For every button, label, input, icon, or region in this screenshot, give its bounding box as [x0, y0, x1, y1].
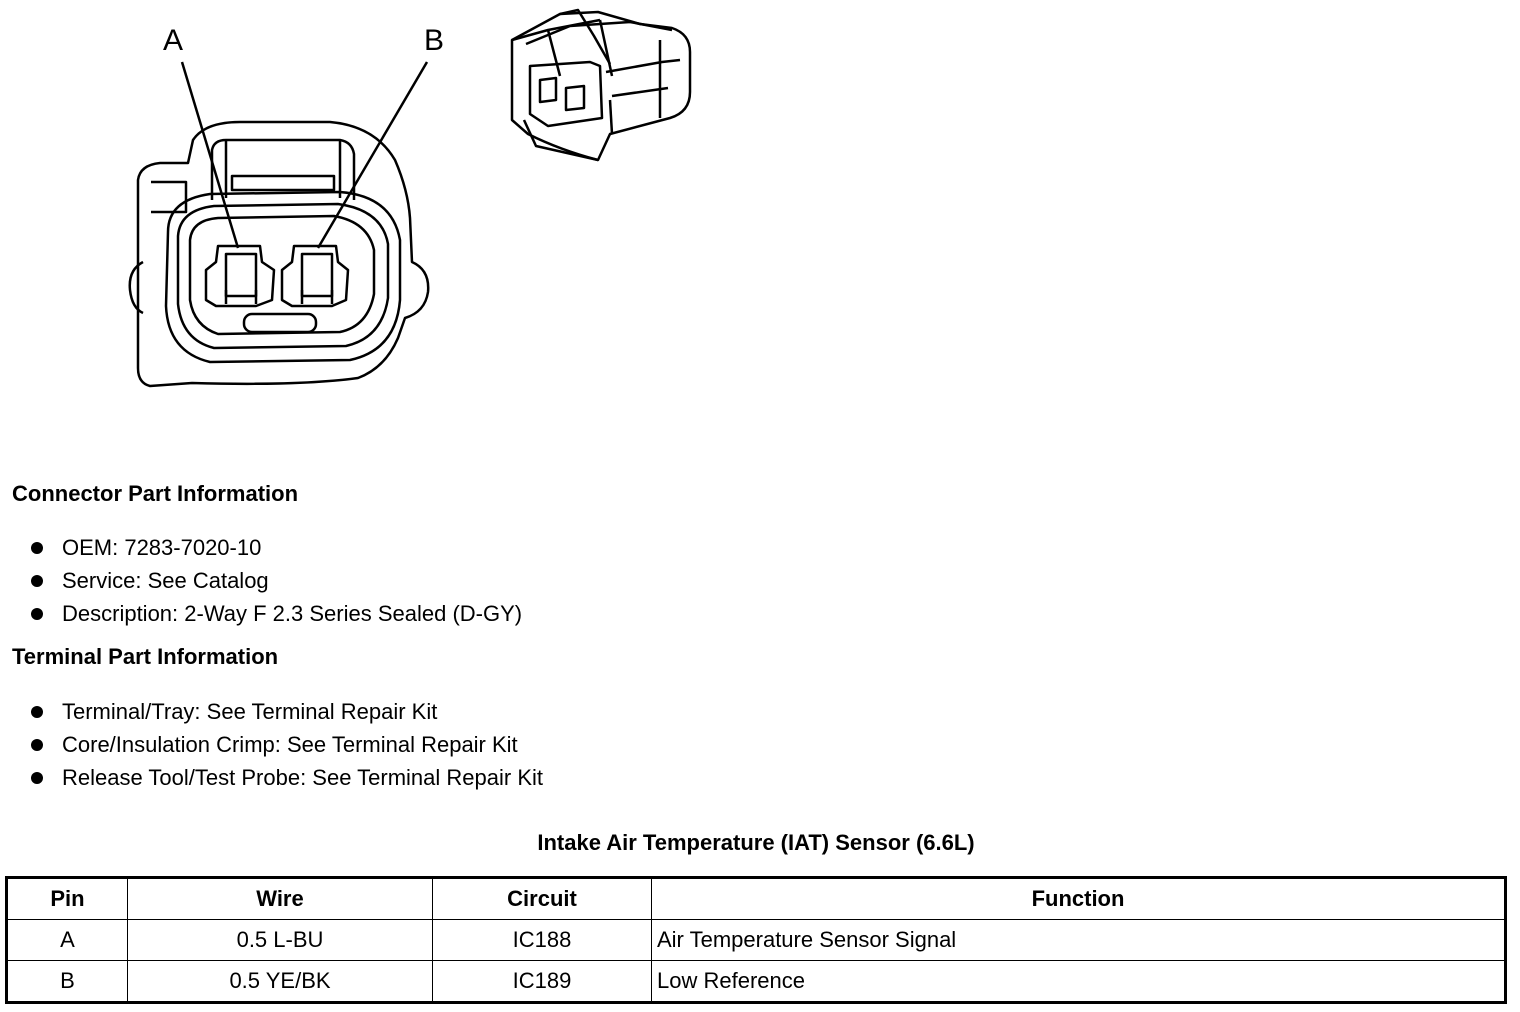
column-header-circuit: Circuit: [432, 877, 652, 920]
cell-pin: A: [6, 919, 128, 961]
bullet-icon: [31, 706, 43, 718]
connector-part-info-heading: Connector Part Information: [12, 481, 299, 506]
list-item: Description: 2-Way F 2.3 Series Sealed (…: [28, 597, 522, 630]
cell-function: Air Temperature Sensor Signal: [651, 919, 1506, 961]
cell-circuit: IC189: [432, 960, 652, 1003]
terminal-part-info-list: Terminal/Tray: See Terminal Repair Kit C…: [28, 695, 543, 794]
list-item-text: Core/Insulation Crimp: See Terminal Repa…: [62, 732, 518, 757]
leader-line-b: [316, 61, 429, 249]
cell-wire: 0.5 YE/BK: [127, 960, 433, 1003]
leader-line-a: [180, 61, 240, 249]
column-header-function: Function: [651, 877, 1506, 920]
cell-function: Low Reference: [651, 960, 1506, 1003]
list-item-text: OEM: 7283-7020-10: [62, 535, 262, 560]
bullet-icon: [31, 608, 43, 620]
list-item: Terminal/Tray: See Terminal Repair Kit: [28, 695, 543, 728]
list-item-text: Release Tool/Test Probe: See Terminal Re…: [62, 765, 543, 790]
terminal-part-info-heading: Terminal Part Information: [12, 644, 279, 669]
bullet-icon: [31, 542, 43, 554]
table-title: Intake Air Temperature (IAT) Sensor (6.6…: [537, 830, 975, 855]
connector-part-info-list: OEM: 7283-7020-10 Service: See Catalog D…: [28, 531, 522, 630]
list-item: OEM: 7283-7020-10: [28, 531, 522, 564]
list-item-text: Terminal/Tray: See Terminal Repair Kit: [62, 699, 438, 724]
connector-illustration: A B: [0, 0, 760, 420]
cavity-a: [204, 244, 276, 308]
bullet-icon: [31, 575, 43, 587]
pinout-table: Pin Wire Circuit Function A 0.5 L-BU IC1…: [5, 876, 1507, 1004]
list-item-text: Service: See Catalog: [62, 568, 269, 593]
list-item: Core/Insulation Crimp: See Terminal Repa…: [28, 728, 543, 761]
connector-face-outline: [136, 120, 430, 388]
cell-pin: B: [6, 960, 128, 1003]
table-row: A 0.5 L-BU IC188 Air Temperature Sensor …: [6, 919, 1506, 961]
pin-label-b: B: [424, 24, 445, 57]
bullet-icon: [31, 739, 43, 751]
list-item: Service: See Catalog: [28, 564, 522, 597]
cell-wire: 0.5 L-BU: [127, 919, 433, 961]
column-header-wire: Wire: [127, 877, 433, 920]
connector-iso-view: [510, 8, 692, 162]
table-row: B 0.5 YE/BK IC189 Low Reference: [6, 960, 1506, 1003]
column-header-pin: Pin: [6, 877, 128, 920]
list-item: Release Tool/Test Probe: See Terminal Re…: [28, 761, 543, 794]
table-header-row: Pin Wire Circuit Function: [6, 877, 1506, 920]
cavity-b: [280, 244, 350, 308]
bullet-icon: [31, 772, 43, 784]
pin-label-a: A: [163, 24, 184, 57]
list-item-text: Description: 2-Way F 2.3 Series Sealed (…: [62, 601, 523, 626]
connector-drawing: [128, 8, 692, 388]
cell-circuit: IC188: [432, 919, 652, 961]
